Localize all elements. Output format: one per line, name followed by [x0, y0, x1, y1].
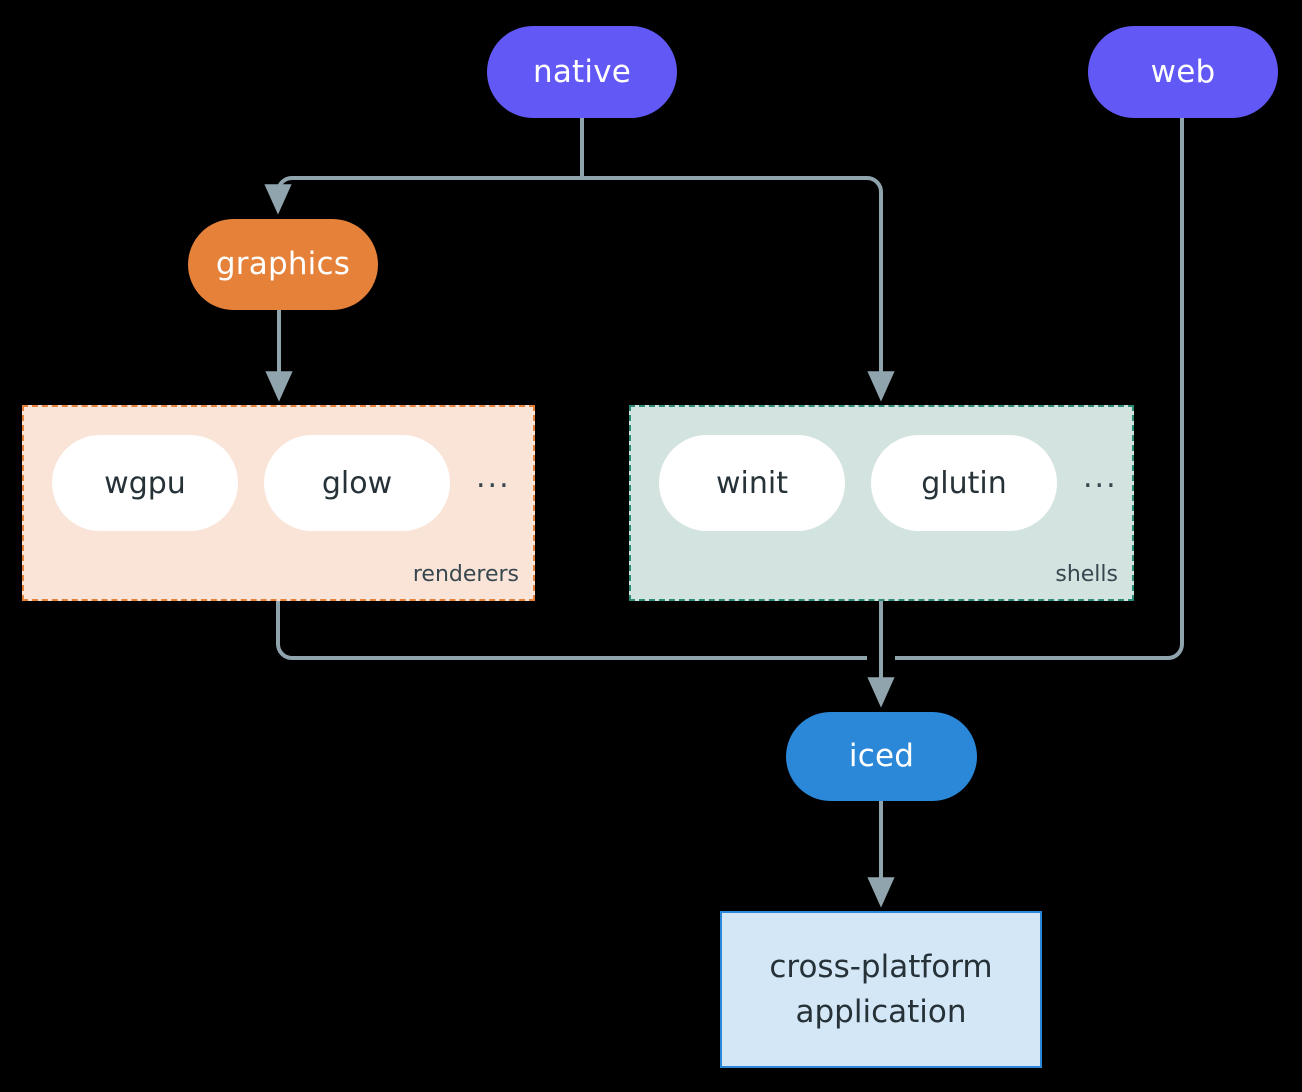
chip-glutin[interactable]: glutin [871, 435, 1057, 531]
application-line-2: application [795, 993, 967, 1030]
group-shells-label: shells [1055, 562, 1118, 587]
group-shells-items: winit glutin ... [631, 435, 1132, 531]
group-renderers-label: renderers [412, 562, 519, 587]
node-cross-platform-application[interactable]: cross-platform application [720, 911, 1042, 1068]
edge-renderers-to-iced [276, 601, 867, 660]
group-shells[interactable]: winit glutin ... shells [629, 405, 1134, 601]
edge-native-to-shells [582, 176, 895, 402]
group-renderers-items: wgpu glow ... [24, 435, 533, 531]
group-renderers[interactable]: wgpu glow ... renderers [22, 405, 535, 601]
chip-winit[interactable]: winit [659, 435, 845, 531]
node-graphics[interactable]: graphics [188, 219, 378, 310]
application-line-1: cross-platform [769, 948, 993, 985]
renderers-more-icon: ... [476, 460, 511, 495]
node-iced[interactable]: iced [786, 712, 977, 801]
edge-native-to-graphics [264, 176, 582, 215]
chip-wgpu[interactable]: wgpu [52, 435, 238, 531]
chip-glow[interactable]: glow [264, 435, 450, 531]
node-native[interactable]: native [487, 26, 677, 118]
shells-more-icon: ... [1083, 460, 1118, 495]
node-web[interactable]: web [1088, 26, 1278, 118]
